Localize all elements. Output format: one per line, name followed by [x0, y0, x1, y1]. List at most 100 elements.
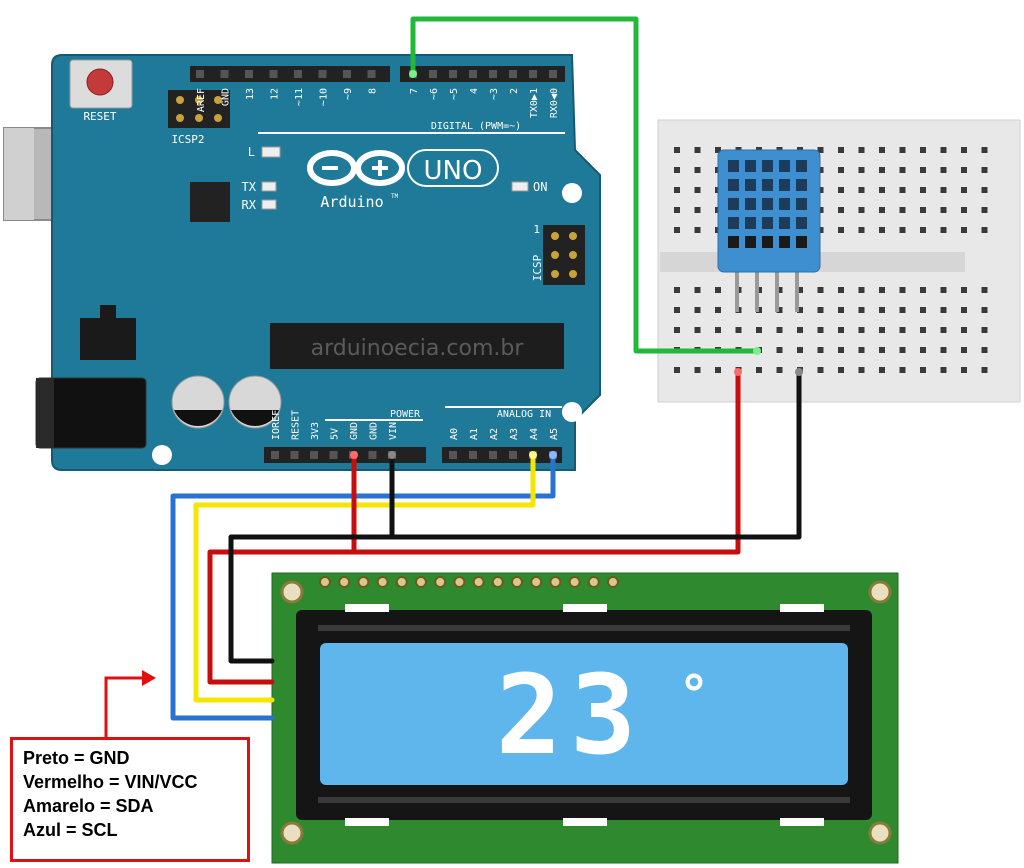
breadboard-hole — [879, 187, 885, 193]
sensor-grille-slot — [796, 198, 807, 210]
header-pin — [271, 451, 279, 459]
header-pin — [449, 70, 457, 78]
breadboard-hole — [899, 287, 906, 293]
mount-hole — [562, 402, 582, 422]
arduino-logo — [307, 149, 499, 187]
breadboard-hole — [756, 327, 762, 333]
breadboard-hole — [858, 307, 865, 313]
sensor-grille-slot — [779, 160, 790, 172]
breadboard-hole — [920, 207, 926, 213]
breadboard-hole — [674, 287, 680, 293]
breadboard-hole — [940, 367, 947, 373]
power-label: POWER — [390, 409, 421, 420]
lcd-pin — [395, 576, 408, 588]
breadboard-hole — [817, 327, 824, 333]
breadboard-hole — [879, 207, 885, 213]
power-header — [264, 447, 426, 463]
breadboard-hole — [817, 367, 824, 373]
breadboard-hole — [961, 307, 967, 313]
header-pin — [294, 70, 302, 78]
breadboard-hole — [961, 207, 967, 213]
watermark: arduinoecia.com.br — [311, 336, 525, 361]
breadboard-hole — [674, 207, 680, 213]
reset-button[interactable] — [69, 59, 133, 109]
sensor-grille-slot — [745, 198, 756, 210]
breadboard-hole — [981, 287, 988, 293]
breadboard-hole — [674, 307, 680, 313]
breadboard-hole — [694, 227, 701, 233]
header-pin — [509, 451, 517, 459]
atmega16u2-chip — [190, 182, 230, 222]
breadboard-hole — [858, 347, 865, 353]
breadboard-hole — [940, 287, 947, 293]
legend-line-yellow: Amarelo = SDA — [23, 796, 154, 816]
breadboard-hole — [879, 227, 885, 233]
breadboard-hole — [858, 187, 865, 193]
analog-label: ANALOG IN — [497, 409, 551, 420]
lcd-screen — [320, 643, 848, 785]
breadboard-hole — [981, 167, 988, 173]
pin-label: ~11 — [294, 88, 305, 106]
pin-label: ~6 — [429, 88, 440, 100]
pin-label: 3V3 — [310, 422, 321, 440]
pin-label: 7 — [409, 88, 420, 94]
pin-label: ~3 — [489, 88, 500, 100]
model-label: UNO — [424, 156, 483, 186]
led-rx — [261, 199, 277, 210]
breadboard-hole — [981, 347, 988, 353]
pin-label: A5 — [549, 428, 560, 440]
header-pin — [367, 70, 376, 78]
breadboard-hole — [899, 227, 906, 233]
pin-label: ~5 — [449, 88, 460, 100]
breadboard-hole — [694, 307, 701, 313]
sensor-grille-slot — [728, 217, 739, 229]
pin-label: 13 — [245, 88, 256, 100]
breadboard-hole — [899, 167, 906, 173]
breadboard-hole — [838, 227, 844, 233]
breadboard-hole — [858, 207, 865, 213]
breadboard-hole — [879, 347, 885, 353]
breadboard-hole — [838, 207, 844, 213]
breadboard-hole — [838, 347, 844, 353]
sensor-grille-slot — [745, 179, 756, 191]
pin-label: 8 — [368, 88, 379, 94]
pin-label: A2 — [489, 428, 500, 440]
icsp-label: ICSP — [531, 254, 544, 281]
breadboard-hole — [879, 287, 885, 293]
breadboard-hole — [776, 287, 783, 293]
icsp-header — [543, 225, 585, 285]
breadboard-hole — [940, 327, 947, 333]
sensor-grille-slot — [728, 236, 739, 248]
breadboard-hole — [797, 307, 803, 313]
pin-label: 2 — [509, 88, 520, 94]
pin-label: A4 — [529, 428, 540, 440]
sensor-grille-slot — [728, 198, 739, 210]
header-pin — [469, 451, 477, 459]
lcd-pin — [319, 576, 331, 588]
legend-line-red: Vermelho = VIN/VCC — [23, 772, 198, 792]
sensor-grille-slot — [796, 179, 807, 191]
pin-label: A3 — [509, 428, 520, 440]
breadboard-hole — [858, 287, 865, 293]
sensor-grille-slot — [745, 236, 756, 248]
breadboard-hole — [817, 287, 824, 293]
header-pin — [469, 70, 477, 78]
lcd-pin — [530, 576, 543, 588]
lcd-mount-hole — [868, 580, 892, 604]
pin-label: TX0▶1 — [529, 88, 540, 118]
breadboard-hole — [961, 167, 967, 173]
sensor-grille-slot — [728, 179, 739, 191]
breadboard-hole — [981, 207, 988, 213]
breadboard-hole — [920, 327, 926, 333]
wire-yellow-sda — [193, 452, 536, 703]
breadboard-hole — [940, 347, 947, 353]
wire-black-sensor — [389, 369, 802, 540]
sensor-grille-slot — [779, 217, 790, 229]
arrow-icon — [104, 670, 156, 737]
header-pin — [196, 70, 204, 78]
breadboard — [657, 119, 1021, 403]
breadboard-hole — [981, 147, 988, 153]
header-pin — [318, 70, 327, 78]
breadboard-hole — [899, 327, 906, 333]
breadboard-hole — [961, 187, 967, 193]
